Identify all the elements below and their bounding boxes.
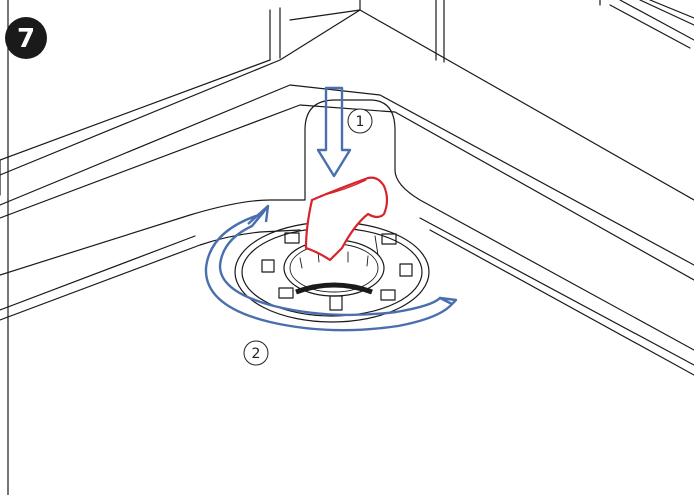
red-key-tool (304, 176, 389, 262)
drain-assembly (234, 221, 430, 323)
callout-2-label: 2 (252, 346, 261, 362)
drain-opening (295, 282, 373, 295)
step-number: 7 (17, 24, 35, 54)
down-arrow-icon (316, 86, 352, 178)
callout-1: 1 (347, 108, 373, 134)
step-badge: 7 (5, 17, 47, 59)
counterclockwise-rotate-arrow-icon (204, 204, 458, 332)
tub-floor (0, 99, 694, 376)
callout-1-label: 1 (356, 114, 365, 130)
callout-2: 2 (243, 340, 269, 366)
